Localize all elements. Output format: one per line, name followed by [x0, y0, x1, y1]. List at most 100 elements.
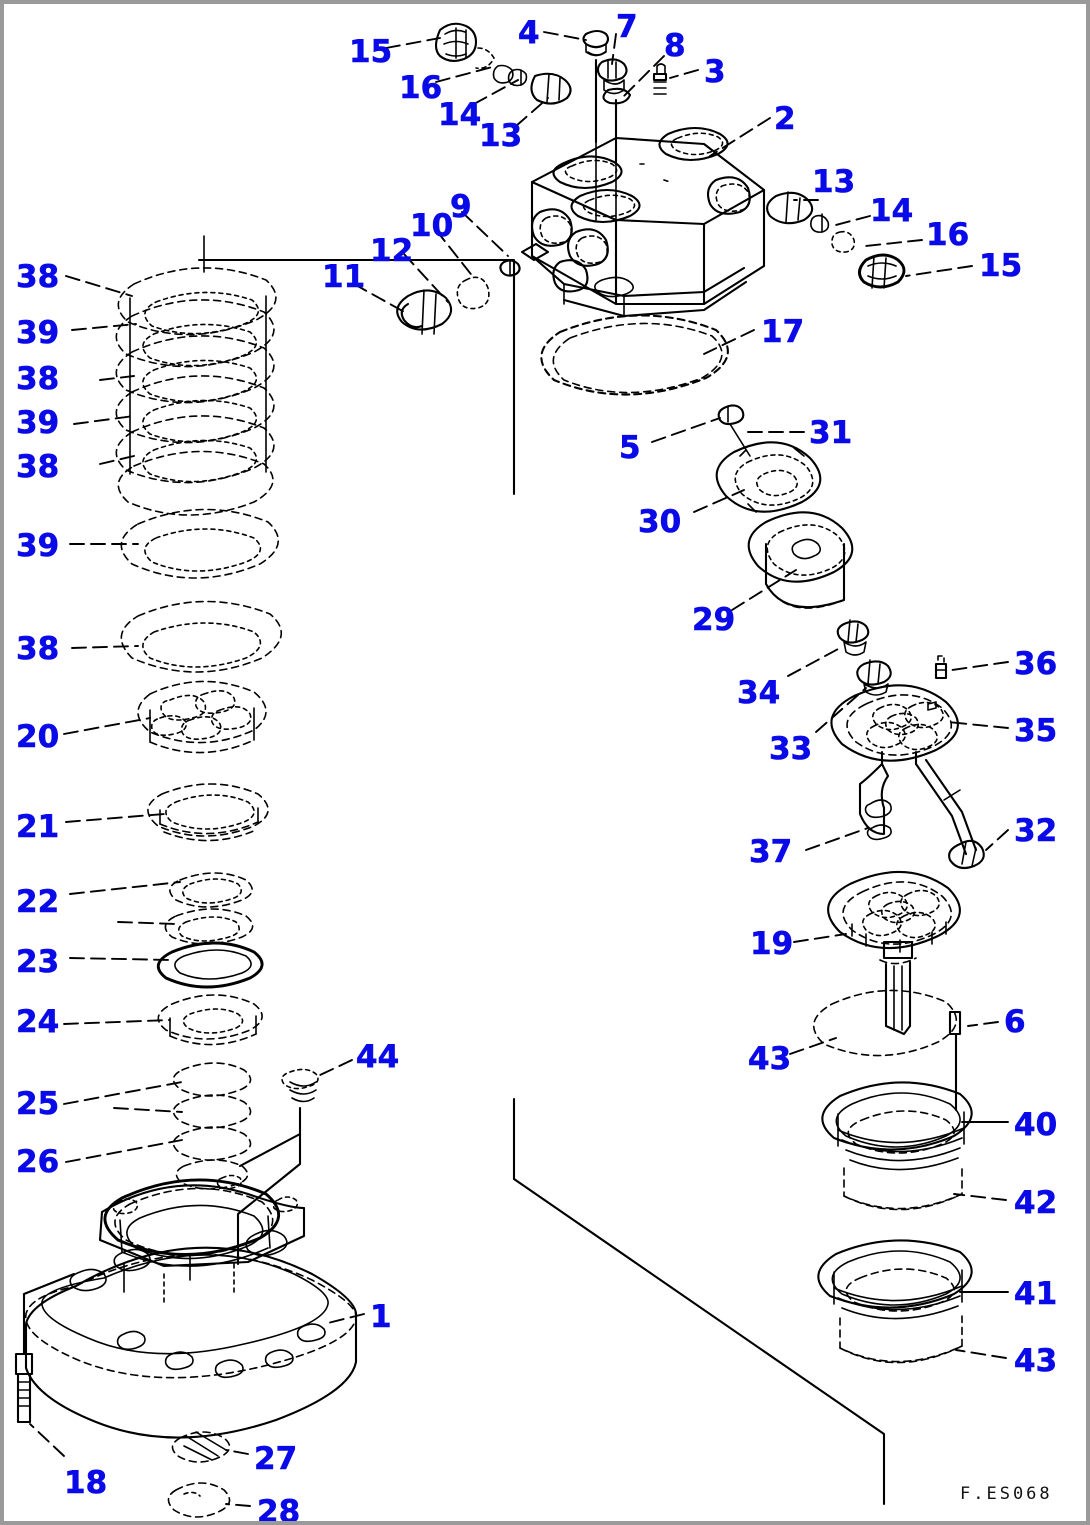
part-6-pin [948, 1010, 999, 1112]
callout-21: 21 [16, 809, 60, 845]
callout-14-top-left: 14 [438, 97, 482, 133]
drawing-number: F.ES068 [960, 1484, 1053, 1504]
part-29-cylinder-block [731, 511, 854, 611]
callout-44: 44 [356, 1039, 400, 1075]
part-35-swash-plate [830, 684, 1009, 766]
callout-22: 22 [16, 884, 60, 920]
callout-5: 5 [619, 430, 641, 466]
part-9 [499, 242, 550, 277]
callout-14-right: 14 [870, 193, 914, 229]
callout-17: 17 [761, 314, 805, 350]
callout-39-a: 39 [16, 315, 60, 351]
callout-38-c: 38 [16, 449, 60, 485]
part-32-linkage [914, 758, 1009, 870]
callout-10: 10 [410, 208, 454, 244]
top-center-group [543, 29, 699, 166]
part-13-right [766, 191, 814, 225]
part-43-lower [839, 1315, 1007, 1364]
callout-38-a: 38 [16, 259, 60, 295]
callout-26: 26 [16, 1144, 60, 1180]
callout-3: 3 [704, 54, 726, 90]
part-3 [652, 63, 668, 95]
part-14-top [507, 68, 528, 87]
callout-23: 23 [16, 944, 60, 980]
callout-1: 1 [370, 1299, 392, 1335]
callout-34: 34 [737, 675, 781, 711]
callout-19: 19 [750, 926, 794, 962]
disc-stack-group [65, 235, 277, 516]
callout-13-right: 13 [812, 164, 856, 200]
part-10 [456, 276, 490, 310]
callout-38-b: 38 [16, 361, 60, 397]
callout-18: 18 [64, 1465, 108, 1501]
part-42-disc [843, 1165, 1007, 1211]
part-23-seal [69, 941, 264, 989]
callout-20: 20 [16, 719, 60, 755]
callout-40: 40 [1014, 1107, 1058, 1143]
part-37-linkage [805, 762, 892, 851]
part-20-piston-block [63, 680, 267, 754]
callout-39-b: 39 [16, 405, 60, 441]
diagram-canvas: 15 4 7 8 3 16 14 13 2 13 14 16 15 9 10 1… [4, 4, 1086, 1521]
part-15-top [434, 22, 478, 62]
part-36-key [934, 655, 1009, 680]
callout-33: 33 [769, 731, 813, 767]
callout-25: 25 [16, 1086, 60, 1122]
part-31-valve-plate [693, 423, 822, 513]
right-fitting-group [766, 191, 973, 289]
callout-36: 36 [1014, 646, 1058, 682]
callout-16-right: 16 [926, 217, 970, 253]
callout-15-top-left: 15 [349, 34, 393, 70]
callout-27: 27 [254, 1441, 298, 1477]
part-5-ball [651, 404, 745, 443]
part-17-oring [540, 314, 755, 396]
callout-11: 11 [322, 259, 366, 295]
part-13-top [530, 72, 572, 105]
callout-12: 12 [370, 233, 414, 269]
part-44-plug-spring [236, 1059, 353, 1266]
part-27-plug [171, 1431, 249, 1463]
part-1-main-housing [24, 1174, 365, 1439]
callout-16-top-left: 16 [399, 70, 443, 106]
part-14-right [810, 213, 830, 233]
callout-39-c: 39 [16, 528, 60, 564]
part-39-single [69, 508, 279, 579]
callout-8: 8 [664, 28, 686, 64]
callout-30: 30 [638, 504, 682, 540]
callout-41: 41 [1014, 1276, 1058, 1312]
part-34-pin [787, 619, 870, 677]
part-24-retainer [63, 994, 263, 1046]
part-21-bearing [65, 783, 269, 842]
callout-35: 35 [1014, 713, 1058, 749]
callout-29: 29 [692, 602, 736, 638]
part-8 [602, 87, 632, 105]
part-43-upper [789, 989, 957, 1057]
construction-lines [197, 258, 886, 1506]
callout-43-upper: 43 [748, 1041, 792, 1077]
part-15-right [858, 253, 906, 289]
part-18-bolt [14, 1272, 76, 1457]
part-16-top [475, 47, 514, 84]
part-40-disc [821, 1081, 1009, 1171]
callout-32: 32 [1014, 813, 1058, 849]
callout-28: 28 [257, 1494, 301, 1525]
callout-15-right: 15 [979, 248, 1023, 284]
part-4 [582, 29, 610, 57]
part-16-right [831, 230, 856, 253]
part-25-26-shims [63, 1062, 252, 1190]
callout-43-lower: 43 [1014, 1343, 1058, 1379]
callout-6: 6 [1004, 1004, 1026, 1040]
part-19-drive-shaft [793, 870, 961, 1036]
callout-31: 31 [809, 415, 853, 451]
callout-7: 7 [616, 9, 638, 45]
part-2-housing [530, 117, 771, 318]
callout-4: 4 [518, 15, 540, 51]
part-11-12 [396, 289, 453, 335]
callout-2: 2 [774, 101, 796, 137]
callout-38-d: 38 [16, 631, 60, 667]
part-22-washers [69, 872, 254, 945]
callout-9: 9 [450, 189, 472, 225]
left-port-group [353, 211, 550, 335]
part-28-ring [167, 1482, 251, 1518]
